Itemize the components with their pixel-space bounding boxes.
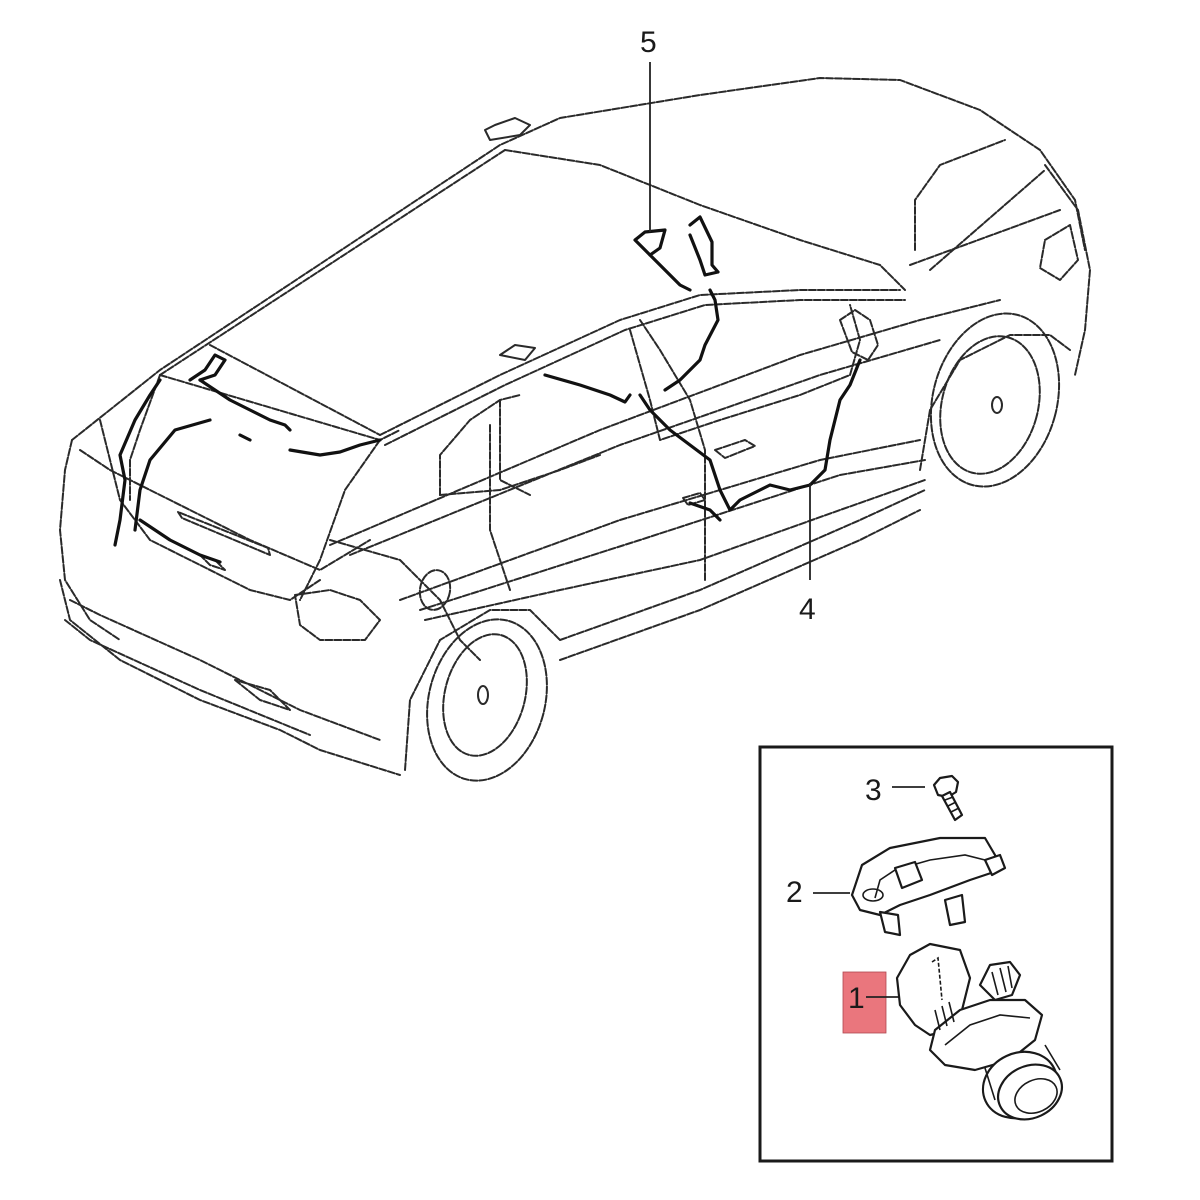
wiring-harness-rear: [113, 353, 382, 564]
wiring-harness-roof: [633, 215, 720, 292]
camera-assembly-inset: 3 2 1: [758, 745, 1114, 1163]
car-body-outline: [59, 77, 1091, 782]
callout-5[interactable]: 5: [640, 26, 657, 232]
camera-part: [895, 942, 1063, 1121]
callout-label-3: 3: [865, 774, 882, 807]
callout-label-5: 5: [640, 26, 657, 59]
screw-part: [932, 774, 964, 822]
callout-label-4: 4: [799, 593, 816, 626]
wiring-harness-door: [543, 288, 862, 522]
callout-2[interactable]: 2: [786, 876, 850, 909]
highlight-box: [842, 971, 887, 1034]
camera-bracket-part: [850, 836, 1007, 937]
callout-3[interactable]: 3: [865, 774, 925, 807]
callout-4[interactable]: 4: [799, 483, 816, 626]
callout-label-1: 1: [848, 982, 865, 1015]
callout-1[interactable]: 1: [842, 971, 905, 1034]
callout-label-2: 2: [786, 876, 803, 909]
